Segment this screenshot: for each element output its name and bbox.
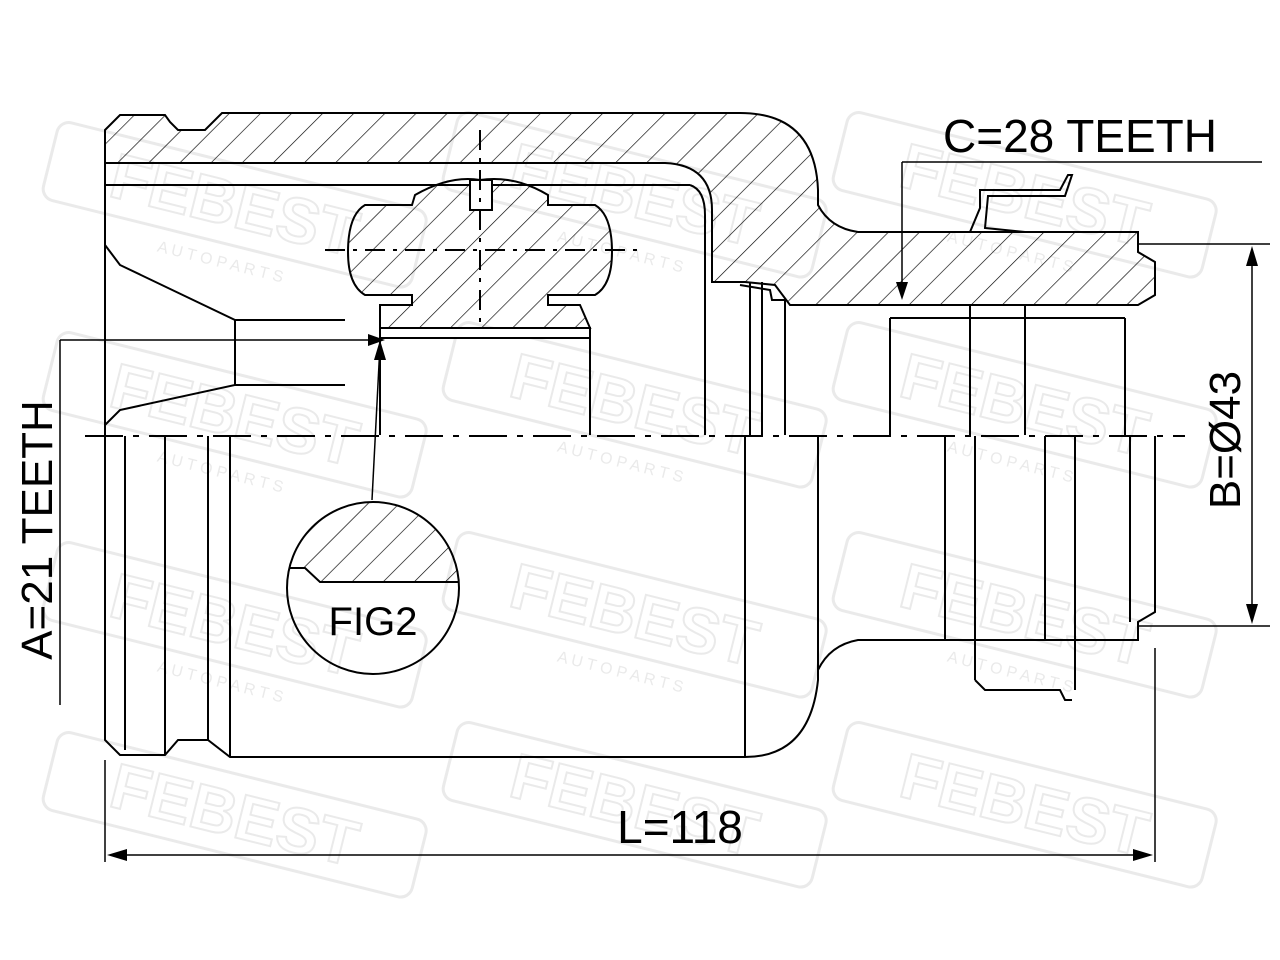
dimension-b [1138,243,1270,627]
watermark-badge: FEBEST A U T O P A R T S [831,531,1218,699]
abs-ring-bracket [969,174,1074,233]
watermark-brand: FEBEST [503,549,765,680]
watermark-brand: FEBEST [503,339,765,470]
dimension-l-label: L=118 [617,801,743,853]
dimension-a-arrow [368,334,385,346]
part-outer-view-lower [104,436,1156,758]
dimension-l-arrow-right [1133,849,1153,861]
dimension-c-arrow [896,282,908,300]
dimension-a [59,334,385,705]
fig2-circle [286,501,460,675]
dimension-c [896,161,1262,300]
watermark-brand: FEBEST [893,739,1155,870]
watermark-badge: FEBEST A U T O P A R T S [441,321,828,489]
watermark-badge: FEBEST A U T O P A R T S [441,531,828,699]
watermark-badge: FEBEST A U T O P A R T S [831,321,1218,489]
inner-bore-wall [689,184,706,435]
watermark-brand: FEBEST [103,749,365,880]
watermark-badge: FEBEST [831,721,1218,889]
dimension-b-arrow-bottom [1246,604,1258,624]
dimension-b-arrow-top [1246,246,1258,266]
housing-wall-section [104,112,1156,306]
fig2-leader [371,344,381,501]
watermark-badge: FEBEST A U T O P A R T S [41,331,428,499]
fig2-detail: FIG2 [286,340,460,675]
dimension-a-label: A=21 TEETH [13,400,62,660]
watermark-brand: FEBEST [893,549,1155,680]
snap-ring [749,282,763,435]
fig2-label: FIG2 [329,600,418,644]
watermark-layer: FEBEST A U T O P A R T S FEBEST A U T O … [41,111,1218,899]
part-section-upper [104,112,1156,435]
conical-entry [104,244,236,426]
shaft-spline-top [379,327,591,339]
watermark-badge: FEBEST [41,731,428,899]
stub-shoulder [739,284,786,435]
fig2-leader-arrow [374,340,386,360]
dimension-l [104,648,1156,862]
dimension-b-label: B=Ø43 [1201,371,1250,509]
dimension-c-label: C=28 TEETH [943,110,1217,162]
dimension-l-arrow-left [107,849,127,861]
abs-ring-lower [974,679,1072,701]
